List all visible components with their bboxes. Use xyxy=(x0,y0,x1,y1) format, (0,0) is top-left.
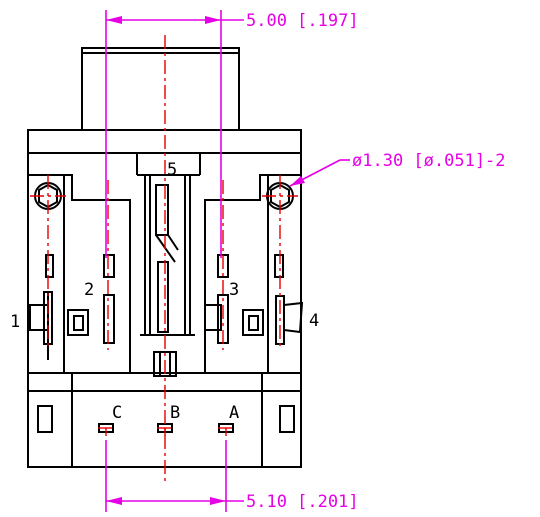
dimension-top xyxy=(105,10,244,258)
pin-label-5: 5 xyxy=(167,160,177,180)
contact-label-b: B xyxy=(170,403,180,423)
dimension-bottom xyxy=(105,440,244,512)
pin-label-4: 4 xyxy=(309,311,319,331)
dim-text-hole: ø1.30 [ø.051]-2 xyxy=(352,151,506,171)
centerlines xyxy=(30,35,298,485)
pin-label-3: 3 xyxy=(229,280,239,300)
terminal-group-right xyxy=(204,254,304,345)
pin-label-1: 1 xyxy=(10,312,20,332)
dim-text-bottom: 5.10 [.201] xyxy=(246,492,359,512)
contact-label-c: C xyxy=(112,403,122,423)
dim-text-top: 5.00 [.197] xyxy=(246,11,359,31)
contact-label-a: A xyxy=(229,403,239,423)
terminal-group-left xyxy=(29,254,115,360)
base xyxy=(28,372,301,468)
terminal-center xyxy=(153,184,179,377)
dimension-hole-leader xyxy=(289,159,350,187)
pin-label-2: 2 xyxy=(84,280,94,300)
